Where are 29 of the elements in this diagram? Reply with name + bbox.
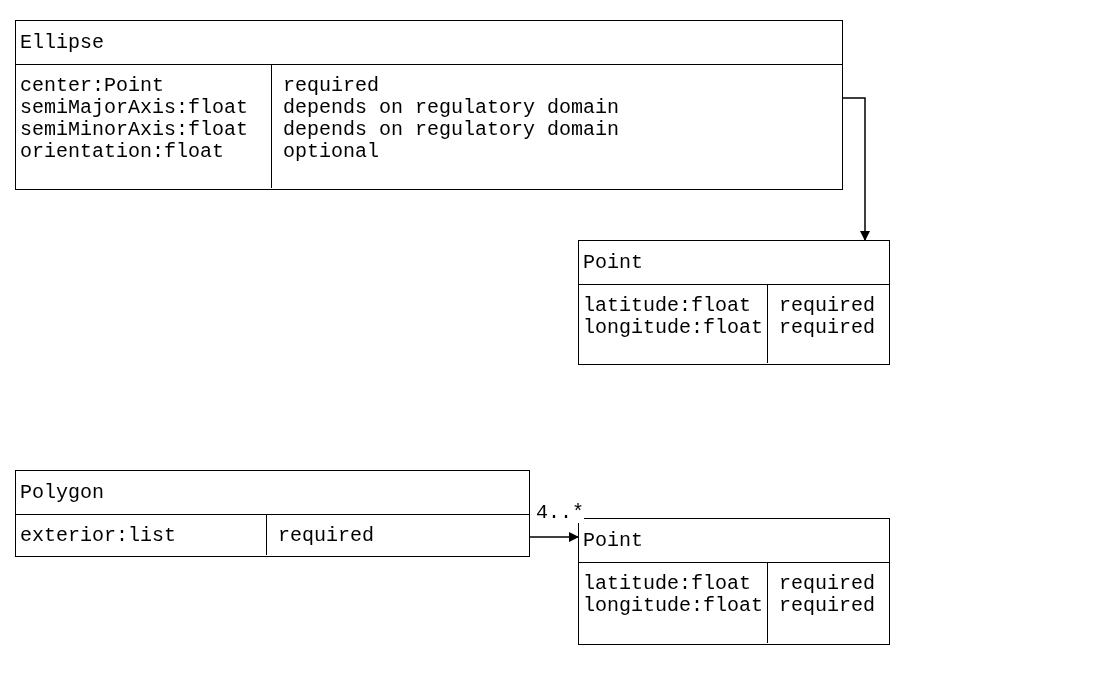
class-name: Point <box>583 529 643 552</box>
attribute-name: latitude:float <box>582 573 753 595</box>
class-name: Ellipse <box>20 31 104 54</box>
attribute-requirement: required <box>778 317 876 339</box>
attribute-requirement: required <box>277 525 375 547</box>
attribute-name: center:Point <box>19 75 166 97</box>
attribute-name: latitude:float <box>582 295 753 317</box>
attribute-name: semiMinorAxis:float <box>19 119 250 141</box>
class-box <box>15 470 530 557</box>
attribute-requirement: optional <box>282 141 380 163</box>
class-box <box>578 240 890 365</box>
attribute-name: longitude:float <box>582 595 765 617</box>
attribute-name: semiMajorAxis:float <box>19 97 250 119</box>
multiplicity-label: 4..* <box>536 503 584 523</box>
arrow <box>842 97 870 241</box>
attribute-requirement: required <box>282 75 380 97</box>
class-box <box>578 518 890 645</box>
class-name: Point <box>583 251 643 274</box>
class-box <box>15 20 843 190</box>
attribute-requirement: depends on regulatory domain <box>282 97 621 119</box>
attribute-requirement: depends on regulatory domain <box>282 119 621 141</box>
attribute-requirement: required <box>778 295 876 317</box>
attribute-name: exterior:list <box>19 525 178 547</box>
attribute-name: orientation:float <box>19 141 226 163</box>
attribute-name: longitude:float <box>582 317 765 339</box>
attribute-requirement: required <box>778 595 876 617</box>
attribute-requirement: required <box>778 573 876 595</box>
arrow <box>529 532 579 542</box>
class-name: Polygon <box>20 481 104 504</box>
